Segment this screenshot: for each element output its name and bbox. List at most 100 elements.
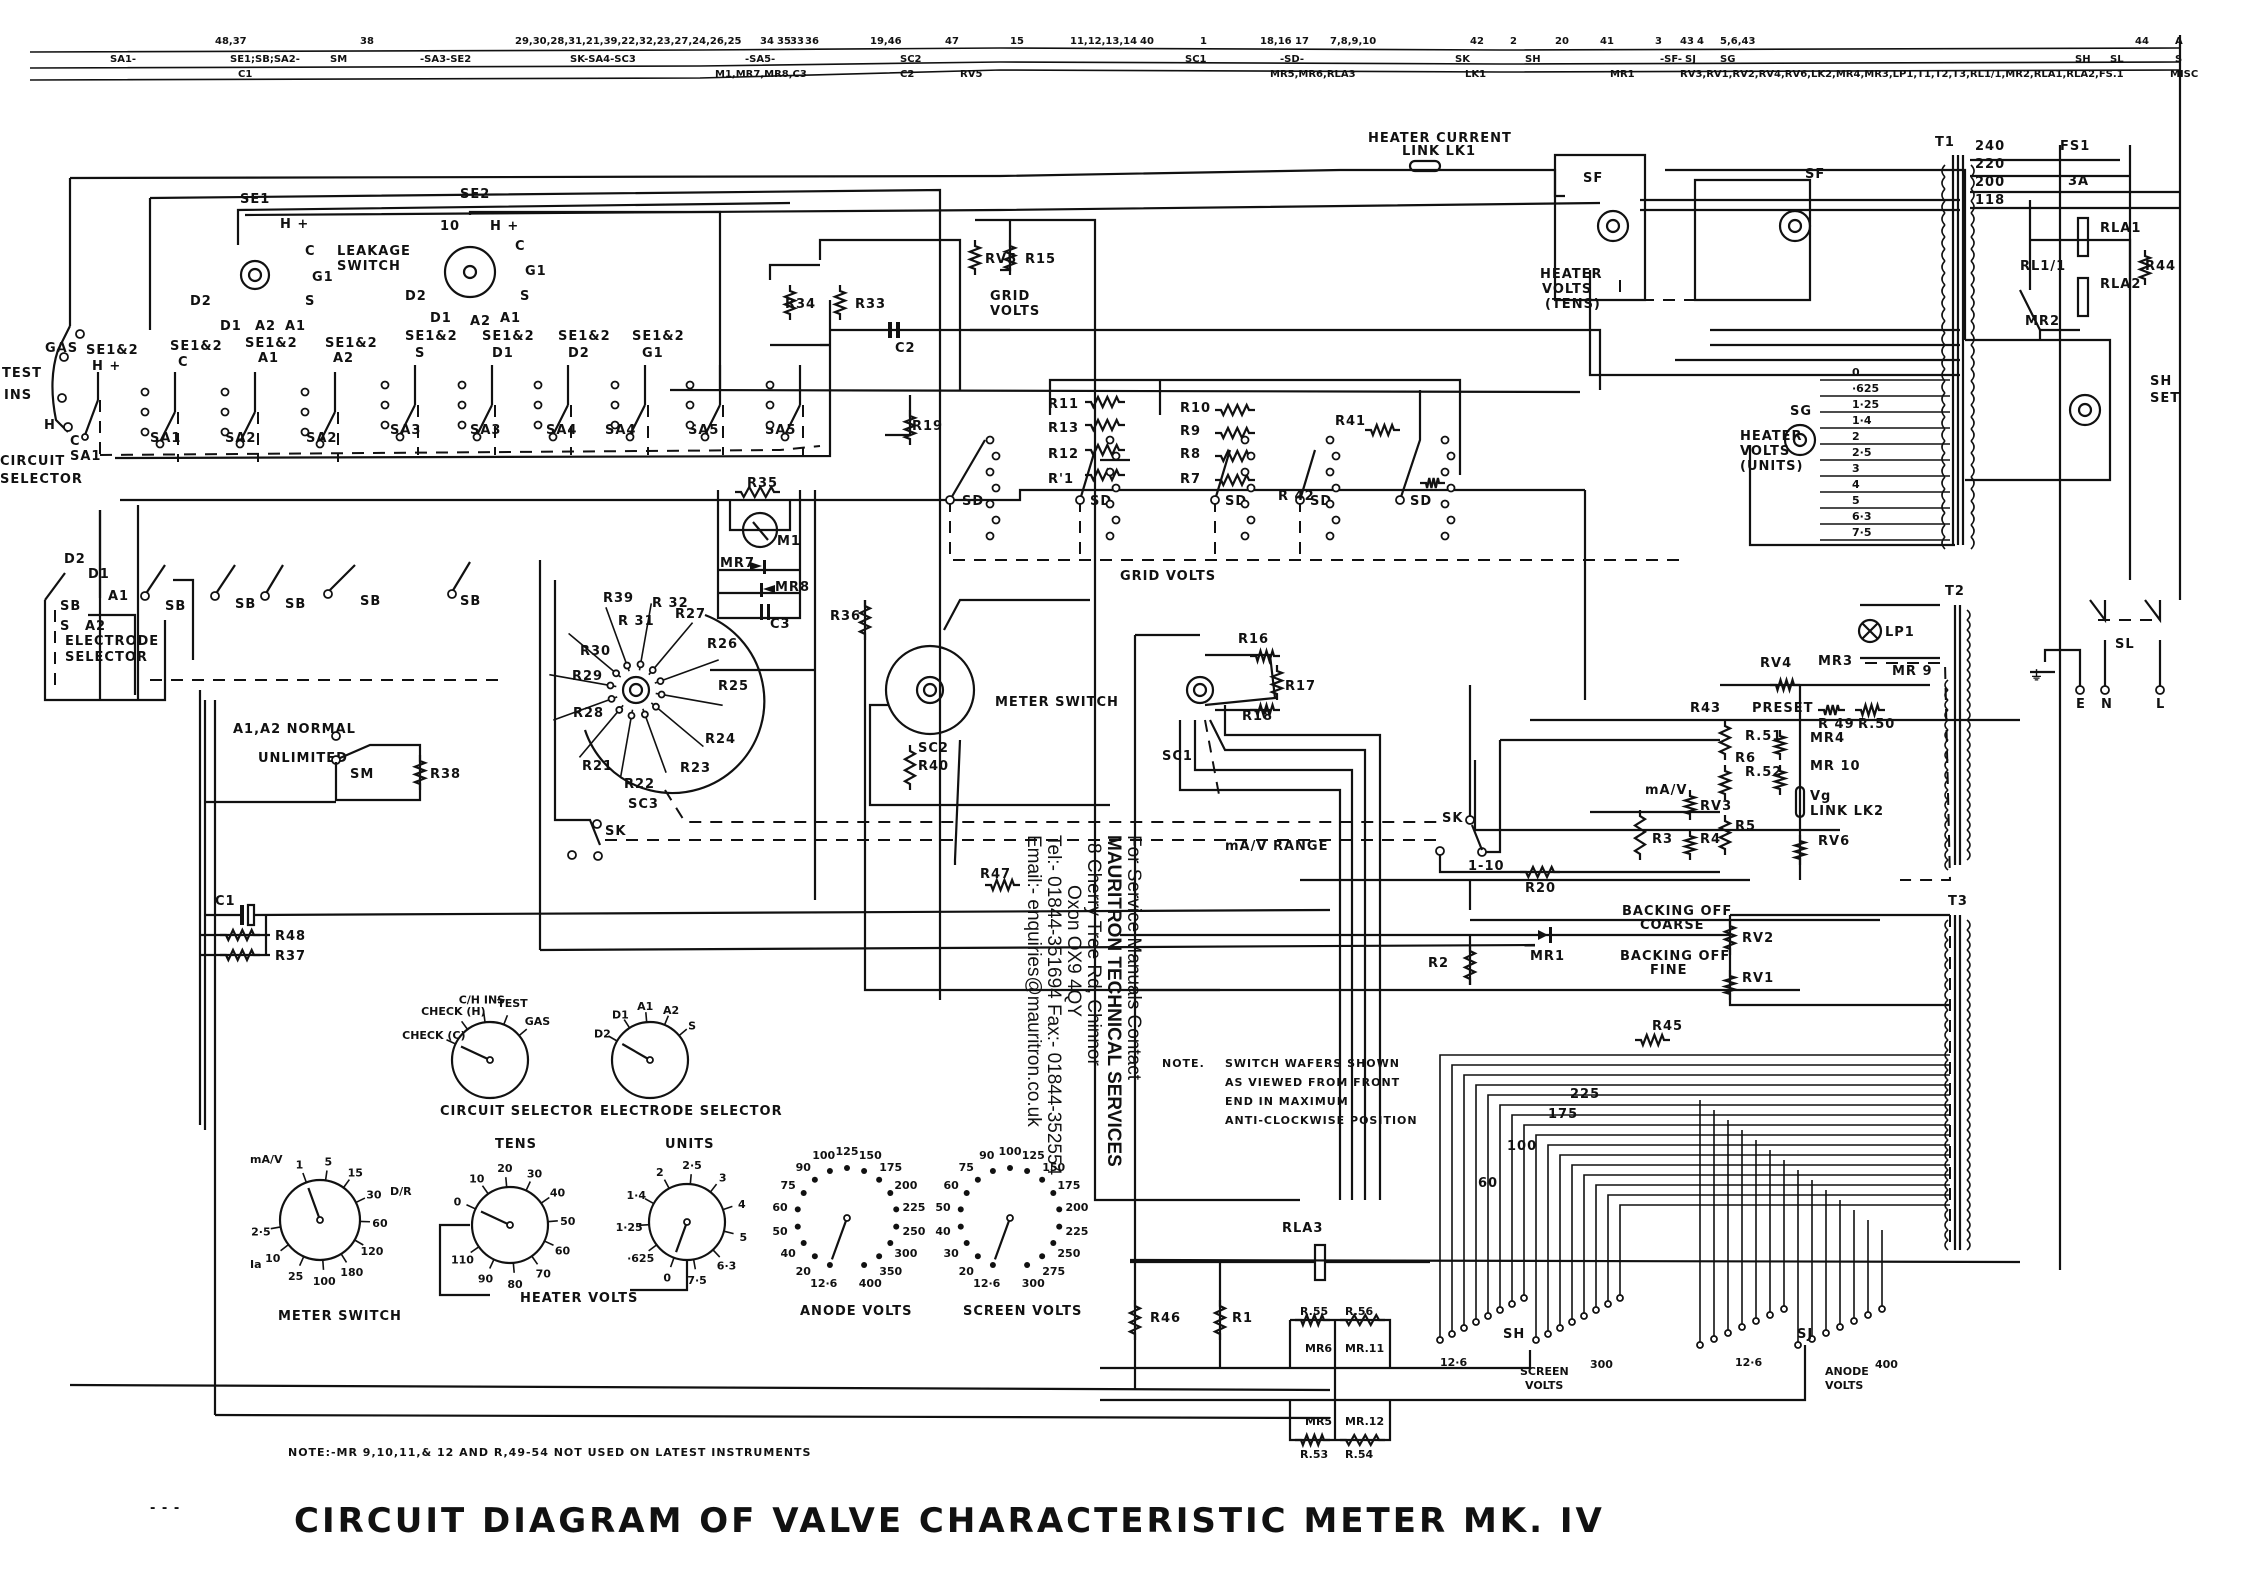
label-r-prime-1: R'1 bbox=[1048, 472, 1074, 487]
label-sb-5: SB bbox=[360, 594, 381, 609]
sb-electrode-selector: D2 D1 A1 SB S A2 ELECTRODE SELECTOR SB S… bbox=[43, 505, 500, 1130]
label-unlimited: UNLIMITED bbox=[258, 751, 348, 766]
note-line-3: END IN MAXIMUM bbox=[1225, 1095, 1349, 1108]
heater-units-position-label: 4 bbox=[738, 1198, 746, 1211]
t3-coil-turn bbox=[1966, 1169, 1971, 1181]
label-backing-off-coarse-2: COARSE bbox=[1640, 918, 1705, 933]
electrode-selector-tick bbox=[678, 1028, 688, 1037]
circuit-selector-position-label: TEST bbox=[497, 997, 528, 1010]
label-r29: R29 bbox=[572, 669, 603, 684]
label-mr8: MR8 bbox=[775, 580, 810, 595]
circuit-selector-tick bbox=[503, 1014, 509, 1025]
label-r52: R.52 bbox=[1745, 765, 1782, 780]
index-top-item: 17 bbox=[1295, 36, 1309, 47]
label-screen-volts-2: VOLTS bbox=[1525, 1379, 1563, 1392]
screen-volts-position-label: 125 bbox=[1022, 1149, 1045, 1162]
sd-terminal bbox=[1240, 531, 1250, 541]
label-sd-5: SD bbox=[1410, 494, 1432, 509]
circuit-selector-wafer-sa1: GAS TEST INS H SE1&2 H + C SA1 CIRCUIT S… bbox=[0, 325, 138, 487]
sd-terminal bbox=[1240, 499, 1250, 509]
wafer-wiper-4 bbox=[476, 404, 493, 436]
secondary-coil-turn bbox=[1970, 524, 1975, 538]
index-bottom-item: C2 bbox=[900, 69, 914, 80]
heater-tens-position-label: 90 bbox=[478, 1273, 494, 1286]
primary-coil-turn bbox=[1941, 476, 1946, 490]
t2-coil-turn bbox=[1966, 799, 1971, 811]
index-mid-item: -SF- bbox=[1660, 54, 1682, 65]
secondary-coil-turn bbox=[1970, 248, 1975, 262]
label-rv1: RV1 bbox=[1742, 971, 1774, 986]
stamp-line-6: Email:- enquiries@mauritron.co.uk bbox=[1023, 835, 1044, 1127]
label-row-s: S bbox=[415, 346, 425, 361]
label-meter-switch: METER SWITCH bbox=[995, 695, 1119, 710]
index-top-item: 29,30,28,31,21,39,22,32,23,27,24,26,25 bbox=[515, 36, 742, 47]
label-se12-c: SE1&2 bbox=[170, 339, 223, 354]
sd-terminal bbox=[1325, 531, 1335, 541]
meter-switch-position-label: 180 bbox=[340, 1266, 363, 1279]
wafer-contact-0 bbox=[155, 439, 165, 449]
label-screen-volts-1: SCREEN bbox=[1520, 1365, 1569, 1378]
heater-tens-position-label: 70 bbox=[536, 1268, 552, 1281]
heater-tens-tick bbox=[512, 1262, 515, 1273]
label-link-lk1: LINK LK1 bbox=[1402, 144, 1476, 159]
t3-coil-turn bbox=[1944, 1039, 1949, 1051]
index-top-item: 47 bbox=[945, 36, 959, 47]
index-top-item: 19,46 bbox=[870, 36, 902, 47]
secondary-coil-turn bbox=[1970, 380, 1975, 394]
meter-switch-position-label: 100 bbox=[313, 1275, 336, 1288]
screen-volts-label: SCREEN VOLTS bbox=[963, 1304, 1082, 1319]
label-row-a2: A2 bbox=[333, 351, 354, 366]
resistor-r4 bbox=[1681, 830, 1699, 860]
sc3-contact bbox=[657, 690, 666, 699]
label-mr1: MR1 bbox=[1530, 949, 1565, 964]
wafer-terminal bbox=[765, 400, 775, 410]
screen-volts-position-label: 30 bbox=[943, 1247, 959, 1260]
t3-coil-turn bbox=[1944, 1229, 1949, 1241]
matrix-wire bbox=[1607, 1194, 1950, 1304]
sd-terminal bbox=[1246, 483, 1256, 493]
secondary-coil-turn bbox=[1970, 404, 1975, 418]
secondary-coil-turn bbox=[1970, 344, 1975, 358]
wafer-contact-4 bbox=[472, 432, 482, 442]
wafer-terminal bbox=[685, 400, 695, 410]
label-heater-tens-1: HEATER bbox=[1540, 267, 1603, 282]
wafer-contact-8 bbox=[780, 432, 790, 442]
primary-coil-turn bbox=[1941, 380, 1946, 394]
label-sf-2: SF bbox=[1805, 167, 1825, 182]
wafer-terminal bbox=[610, 380, 620, 390]
sg-tap-label: 1·25 bbox=[1852, 398, 1879, 411]
label-sh: SH bbox=[2150, 374, 2172, 389]
index-bottom-item: MR1 bbox=[1610, 69, 1635, 80]
matrix-contact-b bbox=[1808, 1335, 1816, 1343]
resistor-r43 bbox=[1717, 720, 1733, 760]
wafer-wiper-1 bbox=[239, 411, 256, 443]
label-r56: R.56 bbox=[1345, 1305, 1374, 1318]
label-sa5-a: SA5 bbox=[688, 423, 719, 438]
screen-volts-pointer bbox=[993, 1217, 1012, 1260]
label-240: 240 bbox=[1975, 139, 2005, 154]
index-top-item: 36 bbox=[805, 36, 819, 47]
secondary-coil-turn bbox=[1970, 356, 1975, 370]
sd-terminal bbox=[1331, 451, 1341, 461]
label-ins: INS bbox=[4, 388, 32, 403]
front-panel-dials: CHECK (C)CHECK (H)C/H INSTESTGASCIRCUIT … bbox=[250, 994, 1089, 1324]
primary-coil-turn bbox=[1941, 344, 1946, 358]
wafer-terminal bbox=[765, 380, 775, 390]
t2-coil-turn bbox=[1944, 709, 1949, 721]
wafer-terminal bbox=[765, 420, 775, 430]
sd-grid-volts-wafers: SD SD SD SD SD GRID VOLTS R11 R13 R12 R'… bbox=[945, 378, 1680, 584]
electrode-selector-position-label: A2 bbox=[663, 1004, 679, 1017]
label-r46: R46 bbox=[1150, 1311, 1181, 1326]
anode-volts-dot bbox=[887, 1190, 894, 1196]
label-fuse-rating: 3A bbox=[2068, 174, 2089, 189]
label-se2-10: 10 bbox=[440, 219, 460, 234]
t2-coil-turn bbox=[1944, 759, 1949, 771]
index-top-item: 34 bbox=[760, 36, 774, 47]
label-ma-v: mA/V bbox=[1645, 783, 1687, 798]
t3-coil-turn bbox=[1966, 979, 1971, 991]
matrix-wire bbox=[1547, 1144, 1950, 1334]
heater-tens-position-label: 40 bbox=[550, 1187, 566, 1200]
